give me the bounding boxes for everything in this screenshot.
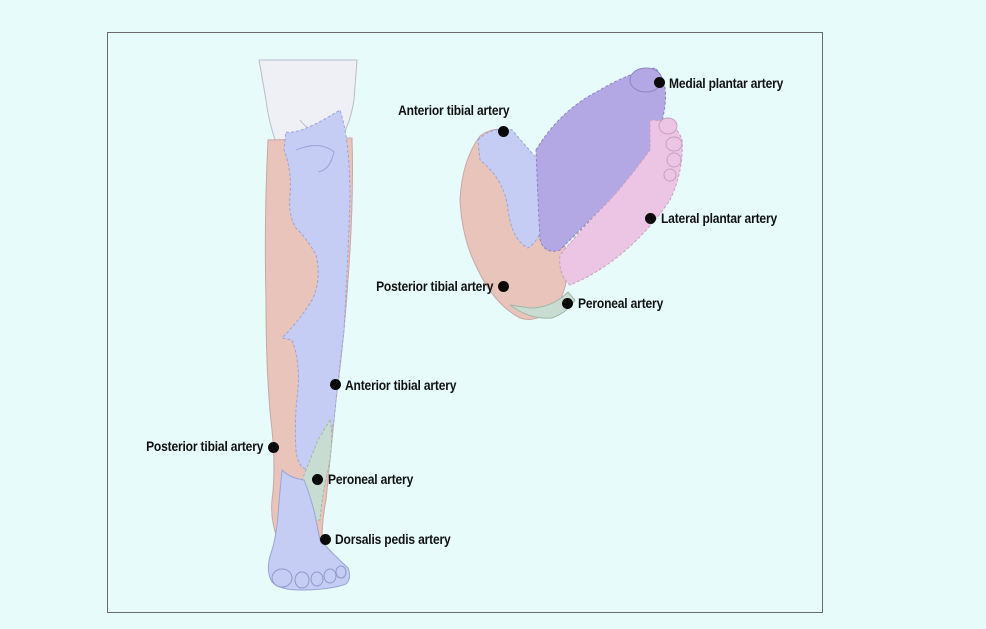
- sole-lateral-plantar-label: Lateral plantar artery: [661, 210, 778, 226]
- sole-anterior-tibial-label: Anterior tibial artery: [397, 102, 509, 118]
- leg-anterior-tibial-label: Anterior tibial artery: [345, 377, 457, 393]
- sole-illustration: [459, 67, 683, 320]
- sole-lateral-plantar-marker: [645, 213, 656, 224]
- leg-dorsalis-pedis-label: Dorsalis pedis artery: [335, 531, 451, 547]
- sole-medial-plantar-marker: [654, 77, 665, 88]
- figure-frame: [107, 32, 823, 613]
- leg-dorsalis-pedis-region: [267, 468, 351, 591]
- sole-lateral-plantar-region: [559, 119, 683, 286]
- sole-posterior-tibial-label: Posterior tibial artery: [375, 278, 493, 294]
- leg-peroneal-marker: [312, 474, 323, 485]
- sole-anterior-tibial-region: [477, 128, 549, 249]
- leg-anterior-tibial-marker: [330, 379, 341, 390]
- leg-posterior-tibial-label: Posterior tibial artery: [145, 438, 263, 454]
- leg-posterior-tibial-marker: [268, 442, 279, 453]
- sole-anterior-tibial-marker: [498, 126, 509, 137]
- sole-peroneal-marker: [562, 298, 573, 309]
- leg-dorsalis-pedis-marker: [320, 534, 331, 545]
- leg-peroneal-label: Peroneal artery: [328, 471, 414, 487]
- sole-medial-plantar-label: Medial plantar artery: [669, 75, 784, 91]
- leg-illustration: [258, 59, 358, 591]
- sole-posterior-tibial-marker: [498, 281, 509, 292]
- sole-peroneal-label: Peroneal artery: [578, 295, 664, 311]
